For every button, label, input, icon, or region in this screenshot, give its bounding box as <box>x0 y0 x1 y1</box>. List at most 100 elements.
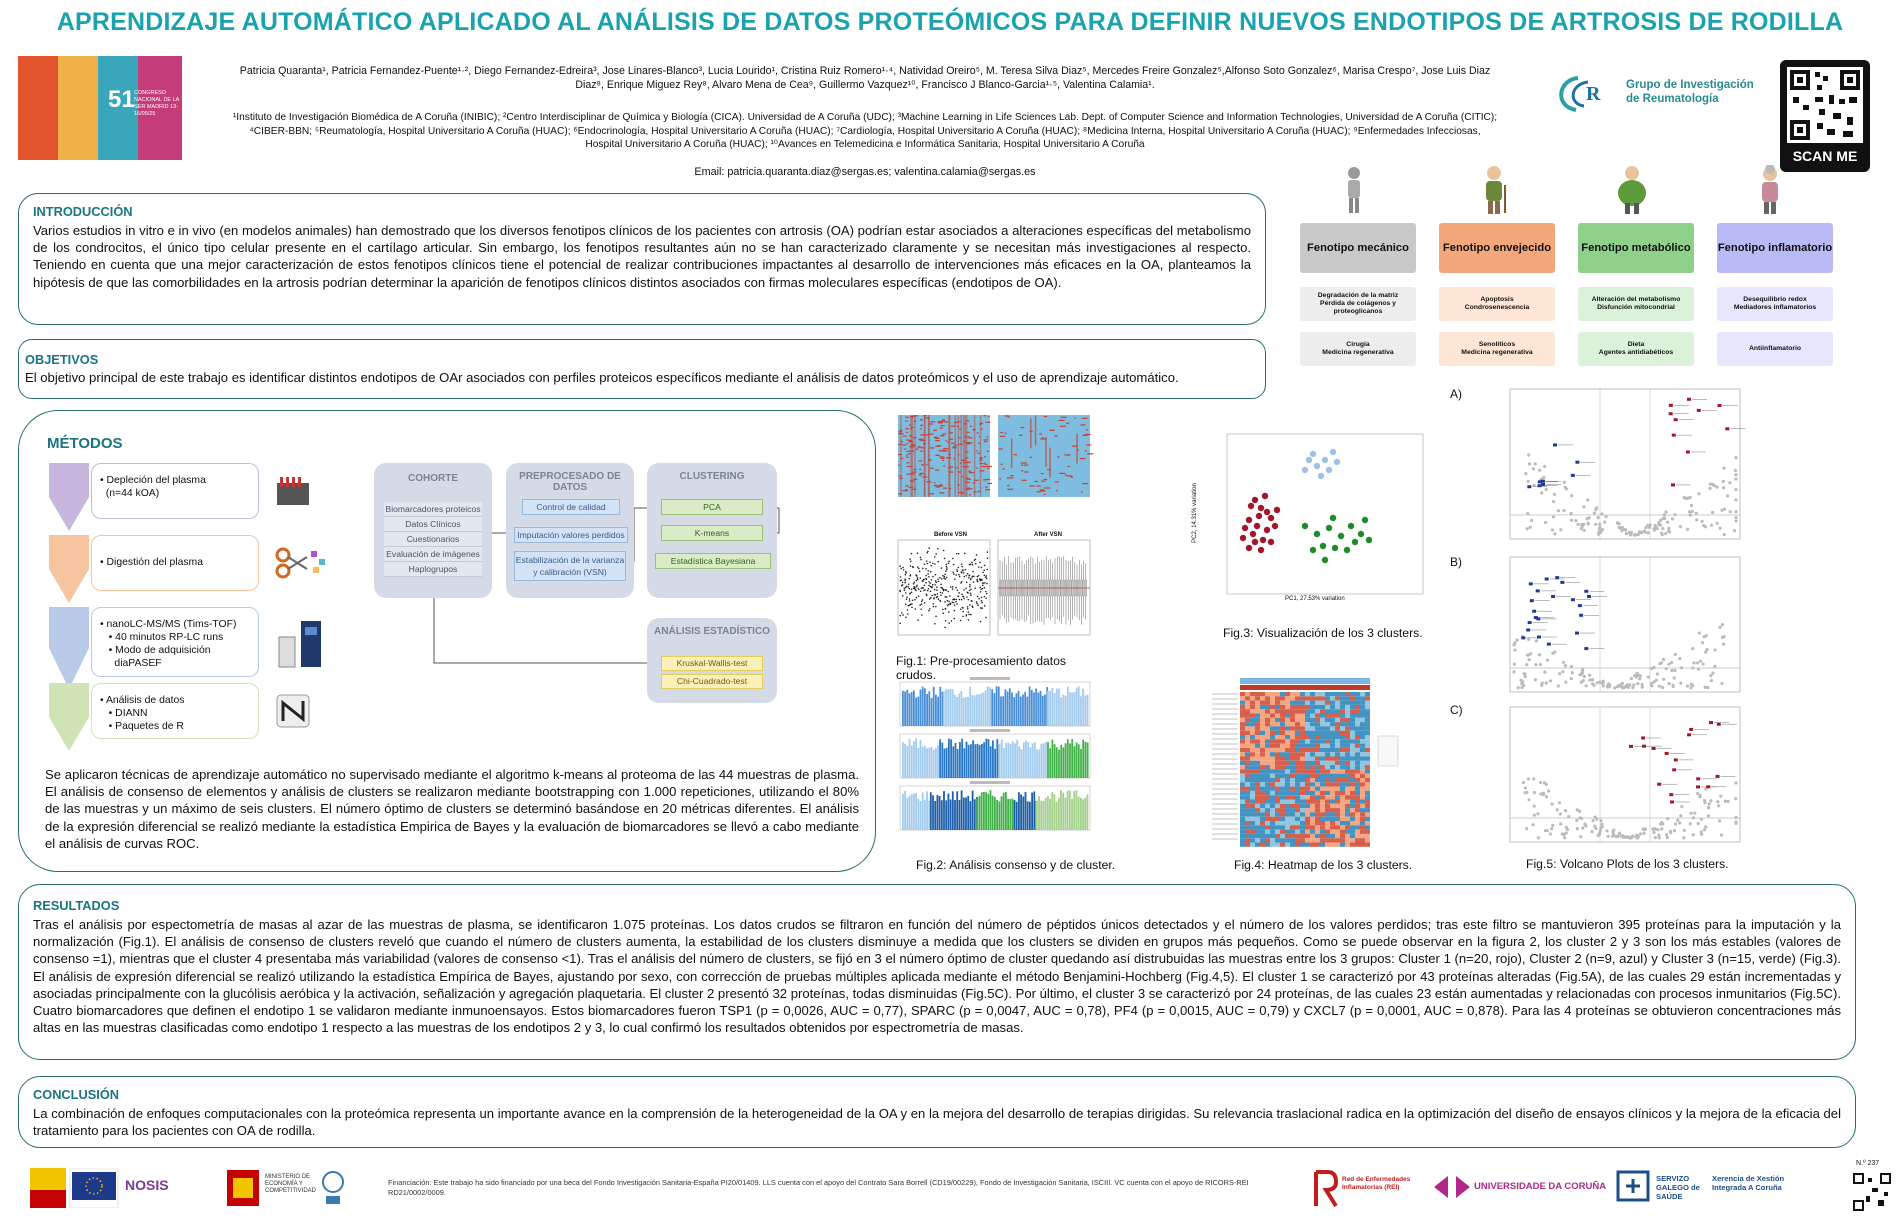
tube-rack-icon <box>275 473 311 514</box>
fig4-heatmap <box>1212 678 1399 847</box>
method-step-line: • Paquetes de R <box>100 721 184 732</box>
fig1-plots <box>897 415 1094 636</box>
phenotype-therapy: Dieta Agentes antidiabéticos <box>1578 332 1694 366</box>
figure-1: Before VSN After VSN Fig.1: Pre-procesam… <box>890 410 1100 682</box>
phenotype-mechanism: Alteración del metabolismo Disfunción mi… <box>1578 287 1694 321</box>
funding-text: Financiación: Este trabajo ha sido finan… <box>388 1178 1249 1197</box>
fig3-ylabel: PC2, 14.31% variation <box>1191 483 1198 543</box>
preproc-box: PREPROCESADO DE DATOS Control de calidad… <box>506 463 634 598</box>
method-step-line: • nanoLC-MS/MS (Tims-TOF) <box>100 619 237 630</box>
fig5-volcano-plots <box>1509 388 1746 843</box>
fig2-consensus-plots <box>899 677 1091 831</box>
conclusion-title: CONCLUSIÓN <box>33 1087 120 1102</box>
cohorte-title: COHORTE <box>408 473 458 484</box>
intro-text: Varios estudios in vitro e in vivo (en m… <box>33 223 1251 290</box>
fig3-caption: Fig.3: Visualización de los 3 clusters. <box>1223 626 1423 640</box>
group-name-line1: Grupo de Investigación <box>1626 79 1754 91</box>
congress-number: 51 <box>108 86 135 113</box>
rei-logo: Red de Enfermedades Inflamatorias (REI) <box>1310 1168 1420 1210</box>
figure-5: A) B) C) Fig.5: Volcano Plots de los 3 c… <box>1450 385 1760 875</box>
sergas-name: SERVIZO GALEGO de SAÚDE <box>1656 1174 1700 1201</box>
fig1-after-label: After VSN <box>1034 532 1063 538</box>
cohorte-item: Biomarcadores proteicos <box>384 502 482 517</box>
method-step: • nanoLC-MS/MS (Tims-TOF) • 40 minutos R… <box>49 607 349 689</box>
qr-code[interactable]: SCAN ME <box>1780 60 1870 172</box>
preproc-item-vsn: Estabilización de la varianza y calibrac… <box>514 551 626 581</box>
phenotype-therapy: Senolíticos Medicina regenerativa <box>1439 332 1555 366</box>
poster-number: N.º 237 <box>1856 1160 1880 1167</box>
authors: Patricia Quaranta¹, Patricia Fernandez-P… <box>239 65 1491 91</box>
cohorte-item: Haplogrupos <box>384 562 482 577</box>
preproc-item-imputation: Imputación valores perdidos <box>514 527 628 543</box>
resultados-title: RESULTADOS <box>33 898 120 913</box>
preproc-title: PREPROCESADO DE DATOS <box>519 471 621 493</box>
qr-label: SCAN ME <box>1792 148 1858 164</box>
method-step-box: • Depleción del plasma (n=44 kOA) <box>91 463 259 519</box>
poster-title: APRENDIZAJE AUTOMÁTICO APLICADO AL ANÁLI… <box>56 8 1844 36</box>
phenotype-mechanism: Degradación de la matriz Pérdida de colá… <box>1300 287 1416 321</box>
eu-feder-logo: NOSIS <box>30 1167 180 1209</box>
isciii-logo <box>318 1168 348 1208</box>
method-step-line: • Modo de adquisición <box>100 645 211 656</box>
phenotype-header: Fenotipo mecánico <box>1300 223 1416 273</box>
step-chevron-icon <box>49 683 89 751</box>
phenotype-header: Fenotipo metabólico <box>1578 223 1694 273</box>
udc-logo: UNIVERSIDADE DA CORUÑA <box>1432 1172 1612 1202</box>
fig3-pca-plot <box>1226 433 1424 595</box>
research-group-logo: R Grupo de Investigación de Reumatología <box>1548 68 1758 118</box>
mass-spectrometer-icon <box>275 617 325 678</box>
method-step-box: • Digestión del plasma <box>91 535 259 591</box>
software-icon <box>275 693 311 734</box>
method-step: • Análisis de datos • DIANN • Paquetes d… <box>49 683 349 751</box>
clustering-item-bayes: Estadística Bayesiana <box>655 553 771 569</box>
phenotype-header: Fenotipo envejecido <box>1439 223 1555 273</box>
group-name-line2: de Reumatología <box>1626 93 1719 105</box>
svg-text:NOSIS: NOSIS <box>125 1177 169 1193</box>
stats-box: ANÁLISIS ESTADÍSTICO Kruskal-Wallis-test… <box>647 618 777 703</box>
figure-4: Fig.4: Heatmap de los 3 clusters. <box>1210 676 1430 876</box>
phenotype-therapy: Cirugía Medicina regenerativa <box>1300 332 1416 366</box>
objetivos-section: OBJETIVOS El objetivo principal de este … <box>18 339 1266 399</box>
person-inflammatory-icon <box>1762 165 1778 214</box>
fig5-label-a: A) <box>1450 387 1462 401</box>
udc-name: UNIVERSIDADE DA CORUÑA <box>1474 1181 1607 1192</box>
step-chevron-icon <box>49 535 89 603</box>
fig4-caption: Fig.4: Heatmap de los 3 clusters. <box>1234 858 1413 872</box>
metodos-title: MÉTODOS <box>47 435 123 452</box>
conclusion-text: La combinación de enfoques computacional… <box>33 1106 1841 1139</box>
method-step-line: • DIANN <box>100 708 148 719</box>
phenotype-therapy: Antiinflamatorio <box>1717 332 1833 366</box>
resultados-section: RESULTADOS Tras el análisis por espectom… <box>18 884 1856 1060</box>
congress-logo: 51 CONGRESO NACIONAL DE LA SER MADRID 13… <box>18 56 182 160</box>
qr-pattern-icon <box>1790 70 1860 140</box>
person-elderly-icon <box>1486 166 1506 214</box>
congress-text: CONGRESO NACIONAL DE LA SER MADRID 13-16… <box>134 90 180 117</box>
fig5-label-c: C) <box>1450 703 1463 717</box>
clustering-title: CLUSTERING <box>679 471 745 482</box>
method-step-line: (n=44 kOA) <box>100 488 160 499</box>
svg-text:R: R <box>1586 83 1601 105</box>
method-step-line: • Depleción del plasma <box>100 475 206 486</box>
phenotype-mechanism: Desequilibrio redox Mediadores inflamato… <box>1717 287 1833 321</box>
figure-3: PC1, 27.53% variation PC2, 14.31% variat… <box>1192 430 1435 650</box>
phenotype-header: Fenotipo inflamatorio <box>1717 223 1833 273</box>
phenotype-mechanism: Apoptosis Condrosenescencia <box>1439 287 1555 321</box>
ministerio-logo: MINISTERIO DE ECONOMÍA Y COMPETITIVIDAD <box>225 1168 335 1208</box>
objetivos-text: El objetivo principal de este trabajo es… <box>25 370 1179 385</box>
intro-title: INTRODUCCIÓN <box>33 204 133 219</box>
method-step-box: • Análisis de datos • DIANN • Paquetes d… <box>91 683 259 739</box>
metodos-text: Se aplicaron técnicas de aprendizaje aut… <box>45 767 859 851</box>
step-chevron-icon <box>49 463 89 531</box>
footer-qr-code[interactable] <box>1852 1172 1892 1212</box>
stats-item-chi: Chi-Cuadrado-test <box>661 674 763 689</box>
stats-item-kruskal: Kruskal-Wallis-test <box>661 656 763 671</box>
rei-name: Red de Enfermedades Inflamatorias (REI) <box>1342 1176 1411 1191</box>
method-step-box: • nanoLC-MS/MS (Tims-TOF) • 40 minutos R… <box>91 607 259 677</box>
scissors-icon <box>275 545 327 586</box>
cohorte-item: Datos Clínicos <box>384 517 482 532</box>
method-step: • Digestión del plasma <box>49 535 349 603</box>
affiliations: ¹Instituto de Investigación Biomédica de… <box>232 112 1498 150</box>
conclusion-section: CONCLUSIÓN La combinación de enfoques co… <box>18 1076 1856 1148</box>
